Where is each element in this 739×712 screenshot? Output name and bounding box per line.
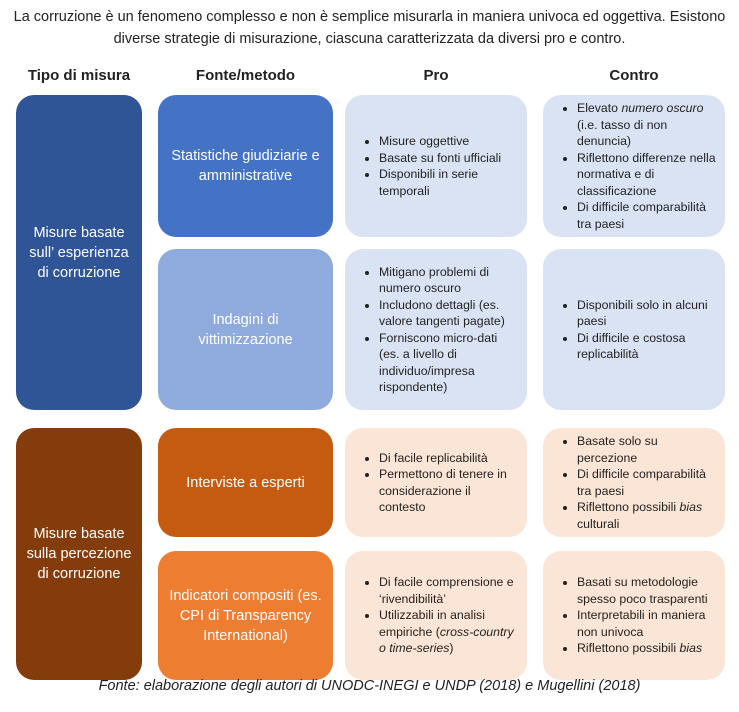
item-text: bias	[679, 641, 703, 656]
group-label: Misure basate sulla percezione di corruz…	[26, 526, 132, 582]
item-text: Di difficile comparabilità tra paesi	[577, 467, 706, 498]
method-box: Indicatori compositi (es. CPI di Transpa…	[158, 551, 333, 680]
contro-box: Basate solo su percezioneDi difficile co…	[543, 428, 725, 537]
item-text: Basate su fonti ufficiali	[379, 150, 502, 165]
list-item: Forniscono micro-dati (es. a livello di …	[379, 330, 519, 396]
item-text: Di facile comprensione e ‘rivendibilità’	[379, 575, 514, 606]
list-item: Permettono di tenere in considerazione i…	[379, 466, 519, 516]
item-text: Riflettono possibili	[577, 500, 680, 514]
contro-list: Basate solo su percezioneDi difficile co…	[555, 433, 717, 532]
contro-box: Elevato numero oscuro (i.e. tasso di non…	[543, 95, 725, 237]
header-contro: Contro	[609, 67, 659, 84]
pro-box: Di facile comprensione e ‘rivendibilità’…	[345, 551, 527, 680]
header-pro: Pro	[423, 67, 449, 84]
list-item: Elevato numero oscuro (i.e. tasso di non…	[577, 100, 717, 150]
item-text: culturali	[577, 516, 620, 531]
method-box: Interviste a esperti	[158, 428, 333, 537]
item-text: Interpretabili in maniera non univoca	[577, 608, 706, 639]
list-item: Di difficile comparabilità tra paesi	[577, 199, 717, 232]
method-label: Indagini di vittimizzazione	[198, 311, 293, 348]
list-item: Di difficile e costosa replicabilità	[577, 330, 717, 363]
list-item: Includono dettagli (es. valore tangenti …	[379, 297, 519, 330]
item-text: Di difficile e costosa replicabilità	[577, 330, 686, 362]
contro-list: Basati su metodologie spesso poco traspa…	[555, 574, 717, 657]
contro-box: Disponibili solo in alcuni paesiDi diffi…	[543, 249, 725, 410]
source-footer: Fonte: elaborazione degli autori di UNOD…	[98, 678, 641, 694]
list-item: Mitigano problemi di numero oscuro	[379, 264, 519, 297]
list-item: Riflettono differenze nella normativa e …	[577, 150, 717, 200]
list-item: Utilizzabili in analisi empiriche (cross…	[379, 607, 519, 657]
group-percezione: Misure basate sulla percezione di corruz…	[16, 428, 142, 680]
pro-box: Misure oggettiveBasate su fonti ufficial…	[345, 95, 527, 237]
list-item: Basate su fonti ufficiali	[379, 150, 519, 167]
item-text: Riflettono differenze nella normativa e …	[577, 150, 716, 198]
intro-text: La corruzione è un fenomeno complesso e …	[13, 9, 726, 47]
list-item: Disponibili solo in alcuni paesi	[577, 297, 717, 330]
item-text: numero oscuro	[621, 101, 704, 115]
pro-list: Mitigano problemi di numero oscuroInclud…	[357, 264, 519, 396]
list-item: Misure oggettive	[379, 133, 519, 150]
pro-list: Misure oggettiveBasate su fonti ufficial…	[357, 133, 519, 199]
item-text: bias	[679, 500, 703, 514]
method-label: Indicatori compositi (es. CPI di Transpa…	[169, 587, 322, 644]
pro-list: Di facile replicabilitàPermettono di ten…	[357, 450, 519, 516]
method-box: Statistiche giudiziarie e amministrative	[158, 95, 333, 237]
contro-list: Disponibili solo in alcuni paesiDi diffi…	[555, 297, 717, 363]
list-item: Di facile comprensione e ‘rivendibilità’	[379, 574, 519, 607]
list-item: Di difficile comparabilità tra paesi	[577, 466, 717, 499]
method-box: Indagini di vittimizzazione	[158, 249, 333, 410]
group-label: Misure basate sull’ esperienza di corruz…	[29, 224, 129, 281]
header-tipo: Tipo di misura	[27, 67, 131, 84]
item-text: Misure oggettive	[379, 134, 470, 148]
item-text: Mitigano problemi di numero oscuro	[379, 264, 490, 296]
item-text: Utilizzabili in analisi empiriche (	[379, 608, 485, 639]
item-text: (i.e. tasso di non denuncia)	[577, 117, 668, 149]
method-label: Statistiche giudiziarie e amministrative	[171, 148, 320, 184]
list-item: Basate solo su percezione	[577, 433, 717, 466]
item-text: )	[449, 641, 454, 656]
list-item: Interpretabili in maniera non univoca	[577, 607, 717, 640]
item-text: Riflettono possibili	[577, 641, 680, 656]
item-text: Basate solo su percezione	[577, 434, 658, 465]
header-fonte: Fonte/metodo	[195, 67, 296, 84]
list-item: Disponibili in serie temporali	[379, 166, 519, 199]
item-text: Basati su metodologie spesso poco traspa…	[577, 575, 708, 606]
item-text: Disponibili solo in alcuni paesi	[577, 297, 708, 329]
item-text: Includono dettagli (es. valore tangenti …	[379, 297, 505, 329]
pro-list: Di facile comprensione e ‘rivendibilità’…	[357, 574, 519, 657]
item-text: Forniscono micro-dati (es. a livello di …	[379, 330, 498, 395]
item-text: Disponibili in serie temporali	[379, 167, 479, 198]
method-label: Interviste a esperti	[186, 474, 305, 491]
list-item: Di facile replicabilità	[379, 450, 519, 467]
list-item: Riflettono possibili bias culturali	[577, 499, 717, 532]
item-text: Di difficile comparabilità tra paesi	[577, 200, 706, 231]
pro-box: Mitigano problemi di numero oscuroInclud…	[345, 249, 527, 410]
contro-box: Basati su metodologie spesso poco traspa…	[543, 551, 725, 680]
list-item: Basati su metodologie spesso poco traspa…	[577, 574, 717, 607]
item-text: Elevato	[577, 101, 622, 115]
list-item: Riflettono possibili bias	[577, 640, 717, 657]
item-text: Permettono di tenere in considerazione i…	[379, 467, 507, 514]
contro-list: Elevato numero oscuro (i.e. tasso di non…	[555, 100, 717, 232]
group-esperienza: Misure basate sull’ esperienza di corruz…	[16, 95, 142, 410]
item-text: Di facile replicabilità	[379, 450, 488, 465]
pro-box: Di facile replicabilitàPermettono di ten…	[345, 428, 527, 537]
item-text: cross-country o time-series	[379, 624, 514, 656]
